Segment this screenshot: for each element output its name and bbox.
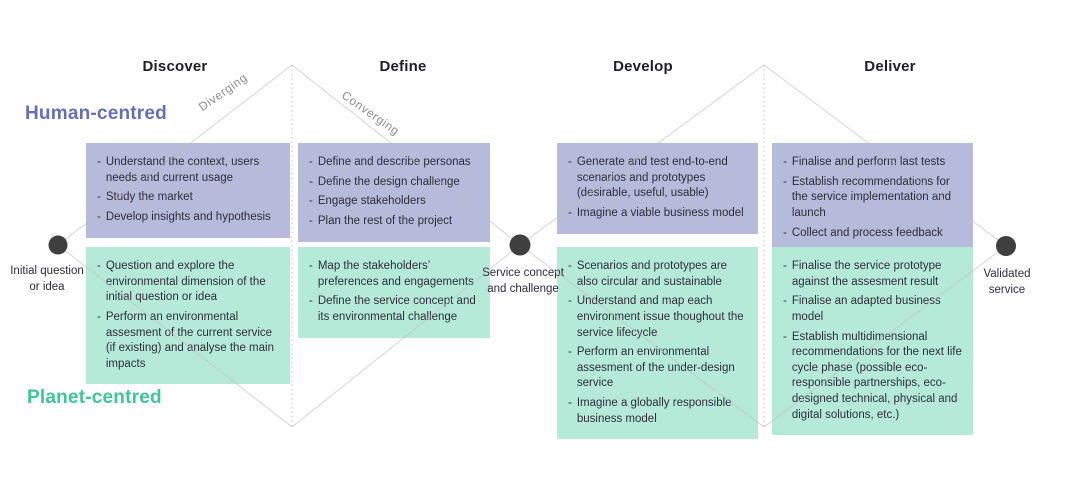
bullet-item: -Define and describe personas: [309, 155, 479, 171]
bullet-item: -Perform an environmental assesment of t…: [568, 345, 747, 392]
milestone-dot-service-concept: [509, 234, 531, 256]
bullet-text: Engage stakeholders: [317, 195, 426, 208]
bullet-text: Imagine a globally responsible business …: [576, 397, 732, 425]
bullet-dash: -: [568, 346, 572, 359]
bullet-item: -Establish multidimensional recommendati…: [783, 330, 962, 424]
bullet-item: -Establish recommendations for the servi…: [783, 175, 962, 222]
milestone-label-initial-question: Initial question or idea: [10, 265, 84, 293]
bullet-text: Define the design challenge: [317, 175, 460, 188]
bullet-item: -Finalise and perform last tests: [783, 155, 962, 171]
bullet-dash: -: [568, 295, 572, 308]
bullet-item: -Engage stakeholders: [309, 194, 479, 210]
bullet-text: Scenarios and prototypes are also circul…: [576, 260, 728, 288]
bullet-dash: -: [97, 260, 101, 272]
deliver-planet-box: -Finalise the service prototype against …: [772, 247, 973, 436]
bullet-dash: -: [309, 175, 313, 188]
bullet-item: -Perform an environmental assesment of t…: [97, 310, 279, 373]
discover-human-box: -Understand the context, users needs and…: [86, 143, 290, 238]
bullet-text: Develop insights and hypothesis: [105, 210, 271, 223]
bullet-text: Finalise and perform last tests: [791, 156, 946, 168]
bullet-dash: -: [97, 156, 101, 168]
bullet-text: Finalise the service prototype against t…: [791, 260, 942, 288]
planet-centred-label: Planet-centred: [27, 387, 162, 408]
bullet-text: Generate and test end-to-end scenarios a…: [576, 156, 728, 200]
diverging-label: Diverging: [195, 70, 250, 114]
milestone-label-validated-service: Validated service: [983, 268, 1031, 296]
bullet-item: -Question and explore the environmental …: [97, 259, 279, 306]
bullet-item: -Imagine a globally responsible business…: [568, 396, 747, 427]
define-human-box: -Define and describe personas-Define the…: [298, 143, 490, 242]
bullet-text: Define and describe personas: [317, 156, 471, 168]
define-planet-box: -Map the stakeholders’ preferences and e…: [298, 247, 490, 338]
bullet-dash: -: [568, 206, 572, 219]
bullet-dash: -: [568, 156, 572, 168]
bullet-text: Finalise an adapted business model: [791, 295, 941, 323]
bullet-text: Understand the context, users needs and …: [105, 156, 260, 184]
develop-planet-box: -Scenarios and prototypes are also circu…: [557, 247, 758, 440]
bullet-item: -Generate and test end-to-end scenarios …: [568, 155, 747, 202]
phase-header-develop: Develop: [613, 58, 673, 75]
bullet-item: -Define the design challenge: [309, 175, 479, 191]
bullet-dash: -: [568, 260, 572, 272]
bullet-text: Question and explore the environmental d…: [105, 260, 266, 304]
bullet-item: -Plan the rest of the project: [309, 214, 479, 230]
bullet-dash: -: [97, 310, 101, 323]
phase-header-discover: Discover: [142, 58, 208, 75]
bullet-item: -Develop insights and hypothesis: [97, 210, 279, 226]
milestone-dot-validated: [996, 236, 1016, 256]
bullet-item: -Collect and process feedback: [783, 226, 962, 242]
human-centred-label: Human-centred: [25, 103, 167, 124]
bullet-item: -Understand the context, users needs and…: [97, 155, 279, 186]
phase-header-deliver: Deliver: [864, 58, 916, 75]
bullet-text: Establish multidimensional recommendatio…: [791, 330, 962, 421]
bullet-dash: -: [97, 210, 101, 223]
bullet-text: Perform an environmental assesment of th…: [576, 346, 735, 390]
bullet-item: -Scenarios and prototypes are also circu…: [568, 259, 747, 290]
discover-planet-box: -Question and explore the environmental …: [86, 247, 290, 385]
milestone-dot-initial: [48, 235, 68, 255]
bullet-text: Perform an environmental assesment of th…: [105, 310, 274, 370]
bullet-text: Understand and map each environment issu…: [576, 295, 744, 339]
bullet-item: -Imagine a viable business model: [568, 206, 747, 222]
bullet-dash: -: [309, 295, 313, 308]
bullet-text: Plan the rest of the project: [317, 214, 453, 227]
bullet-text: Study the market: [105, 191, 193, 204]
bullet-item: -Finalise the service prototype against …: [783, 259, 962, 290]
bullet-dash: -: [309, 260, 313, 272]
bullet-dash: -: [309, 156, 313, 168]
bullet-item: -Define the service concept and its envi…: [309, 294, 479, 325]
bullet-dash: -: [309, 214, 313, 227]
bullet-text: Establish recommendations for the servic…: [791, 175, 952, 219]
bullet-item: -Finalise an adapted business model: [783, 294, 962, 325]
bullet-dash: -: [783, 156, 787, 168]
bullet-dash: -: [783, 226, 787, 239]
bullet-dash: -: [783, 175, 787, 188]
milestone-label-service-concept: Service concept and challenge: [482, 267, 564, 295]
bullet-dash: -: [97, 191, 101, 204]
converging-label: Converging: [338, 88, 403, 139]
bullet-dash: -: [309, 195, 313, 208]
bullet-item: -Understand and map each environment iss…: [568, 294, 747, 341]
bullet-text: Map the stakeholders’ preferences and en…: [317, 260, 474, 288]
bullet-dash: -: [783, 295, 787, 308]
bullet-text: Define the service concept and its envir…: [317, 295, 476, 323]
deliver-human-box: -Finalise and perform last tests-Establi…: [772, 143, 973, 254]
phase-header-define: Define: [379, 58, 427, 75]
bullet-dash: -: [783, 330, 787, 343]
bullet-item: -Study the market: [97, 190, 279, 206]
develop-human-box: -Generate and test end-to-end scenarios …: [557, 143, 758, 234]
bullet-text: Imagine a viable business model: [576, 206, 744, 219]
bullet-dash: -: [783, 260, 787, 272]
bullet-dash: -: [568, 397, 572, 409]
bullet-item: -Map the stakeholders’ preferences and e…: [309, 259, 479, 290]
bullet-text: Collect and process feedback: [791, 226, 943, 239]
